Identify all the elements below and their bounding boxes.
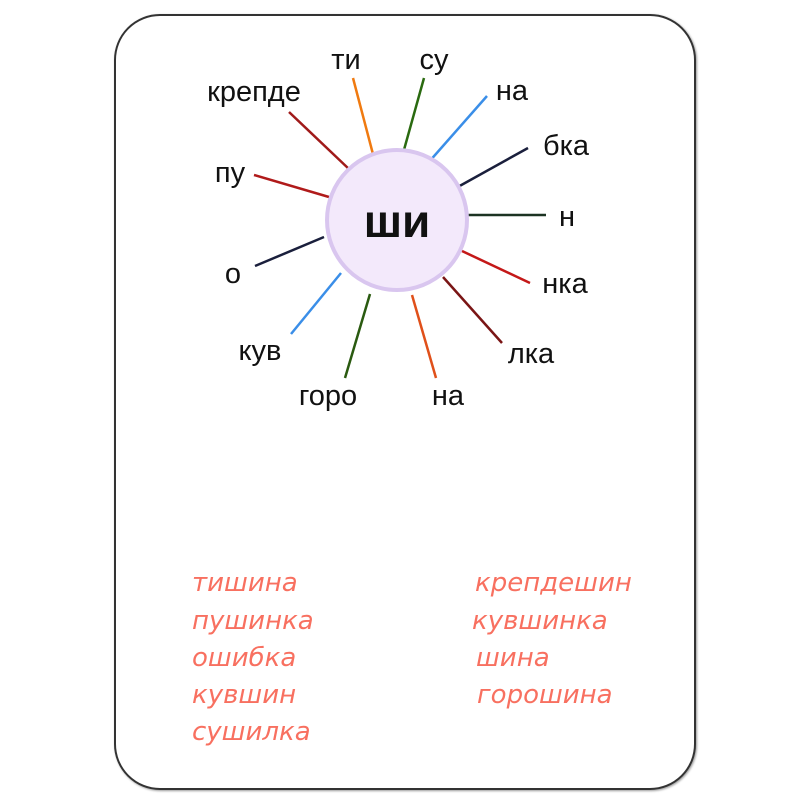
answer-word: кувшинка xyxy=(472,606,608,636)
ray-line xyxy=(442,276,503,344)
ray-fragment-label: бка xyxy=(543,130,590,162)
answer-word: горошина xyxy=(477,680,613,710)
ray-fragment-label: су xyxy=(420,44,450,76)
ray-line xyxy=(410,294,438,379)
ray-fragment-label: пу xyxy=(215,157,246,189)
answer-word: ошибка xyxy=(192,643,297,673)
ray-line xyxy=(288,111,351,171)
answer-word: сушилка xyxy=(192,717,311,747)
ray-fragment-label: горо xyxy=(299,380,357,412)
ray-fragment-label: крепде xyxy=(207,76,301,108)
ray-line xyxy=(290,272,342,335)
ray-fragment-label: лка xyxy=(508,338,555,370)
answer-word: кувшин xyxy=(192,680,297,710)
ray-line xyxy=(343,293,372,379)
answer-word: крепдешин xyxy=(475,568,632,598)
ray-fragment-label: ти xyxy=(331,44,360,76)
center-circle xyxy=(325,148,469,292)
ray-line xyxy=(351,77,376,159)
ray-fragment-label: на xyxy=(496,75,529,107)
answer-word: тишина xyxy=(192,568,298,598)
ray-line xyxy=(427,95,488,164)
answer-word: шина xyxy=(476,643,550,673)
ray-line xyxy=(400,77,426,158)
ray-fragment-label: кув xyxy=(239,335,282,367)
center-syllable: ши xyxy=(364,195,431,247)
ray-fragment-label: на xyxy=(432,380,465,412)
ray-line xyxy=(455,146,529,190)
ray-line xyxy=(254,235,325,268)
ray-fragment-label: о xyxy=(225,258,241,290)
ray-fragment-label: нка xyxy=(542,268,588,300)
answer-word: пушинка xyxy=(192,606,314,636)
ray-line xyxy=(461,249,531,285)
ray-line xyxy=(253,173,330,199)
ray-fragment-label: н xyxy=(559,201,575,233)
